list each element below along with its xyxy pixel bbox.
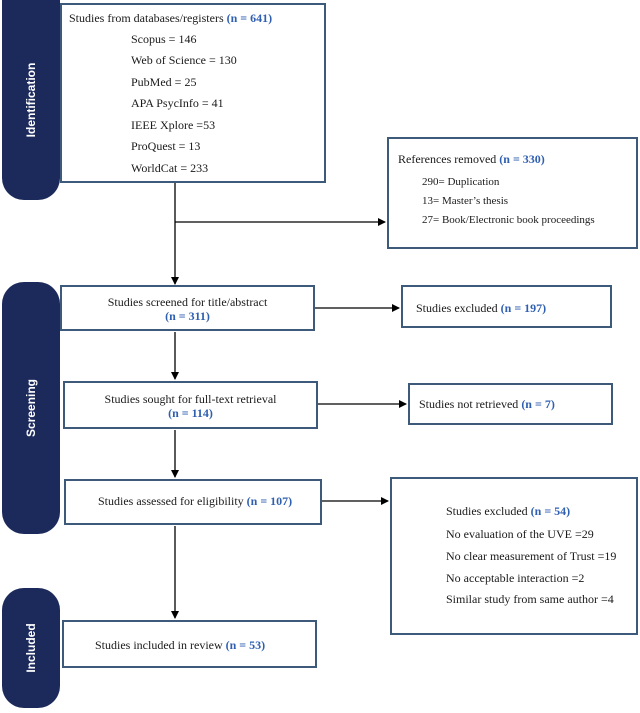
exclusion-reason: No evaluation of the UVE =29 (446, 527, 594, 541)
screened-text: Studies screened for title/abstract (n =… (60, 295, 315, 323)
excluded-title-abstract-label: Studies excluded (416, 301, 498, 315)
excluded-eligibility-box (390, 477, 638, 635)
exclusion-reason: Similar study from same author =4 (446, 592, 614, 606)
sought-box (63, 381, 318, 429)
excluded-eligibility-count: (n = 54) (530, 504, 571, 518)
source-item: Scopus = 146 (131, 32, 197, 46)
exclusion-reason: No clear measurement of Trust =19 (446, 549, 617, 563)
exclusion-reason: No acceptable interaction =2 (446, 571, 585, 585)
removed-title: References removed (n = 330) (398, 152, 545, 166)
removed-label: References removed (398, 152, 497, 166)
assessed-text: Studies assessed for eligibility (n = 10… (98, 494, 292, 508)
excluded-title-abstract-text: Studies excluded (n = 197) (416, 301, 546, 315)
source-item: APA PsycInfo = 41 (131, 96, 224, 110)
included-text: Studies included in review (n = 53) (95, 638, 265, 652)
phase-identification-band: Identification (2, 0, 60, 200)
sought-label: Studies sought for full-text retrieval (104, 392, 277, 406)
assessed-label: Studies assessed for eligibility (98, 494, 244, 508)
not-retrieved-box (408, 383, 613, 425)
records-box (60, 3, 326, 183)
not-retrieved-label: Studies not retrieved (419, 397, 519, 411)
source-item: ProQuest = 13 (131, 139, 201, 153)
removed-item: 290= Duplication (422, 176, 500, 188)
removed-box (387, 137, 638, 249)
excluded-eligibility-title: Studies excluded (n = 54) (446, 504, 570, 518)
not-retrieved-count: (n = 7) (521, 397, 555, 411)
assessed-box (64, 479, 322, 525)
sought-count: (n = 114) (168, 406, 213, 420)
phase-included-band: Included (2, 588, 60, 708)
removed-item: 13= Master’s thesis (422, 195, 509, 207)
included-count: (n = 53) (225, 638, 266, 652)
source-item: Web of Science = 130 (131, 53, 237, 67)
excluded-eligibility-label: Studies excluded (446, 504, 528, 518)
records-count: (n = 641) (226, 11, 273, 25)
source-item: WorldCat = 233 (131, 161, 209, 175)
source-item: IEEE Xplore =53 (131, 118, 216, 132)
sought-text: Studies sought for full-text retrieval (… (63, 392, 318, 420)
screened-label: Studies screened for title/abstract (107, 295, 268, 309)
phase-screening-band: Screening (2, 282, 60, 534)
removed-item: 27= Book/Electronic book proceedings (422, 214, 595, 226)
included-label: Studies included in review (95, 638, 223, 652)
not-retrieved-text: Studies not retrieved (n = 7) (419, 397, 555, 411)
source-item: PubMed = 25 (131, 75, 197, 89)
screened-box (60, 285, 315, 331)
records-label: Studies from databases/registers (69, 11, 224, 25)
assessed-count: (n = 107) (246, 494, 293, 508)
screened-count: (n = 311) (165, 309, 210, 323)
excluded-title-abstract-box (401, 285, 612, 328)
excluded-title-abstract-count: (n = 197) (500, 301, 547, 315)
removed-count: (n = 330) (499, 152, 545, 166)
records-title: Studies from databases/registers (n = 64… (69, 11, 272, 25)
included-box (62, 620, 317, 668)
